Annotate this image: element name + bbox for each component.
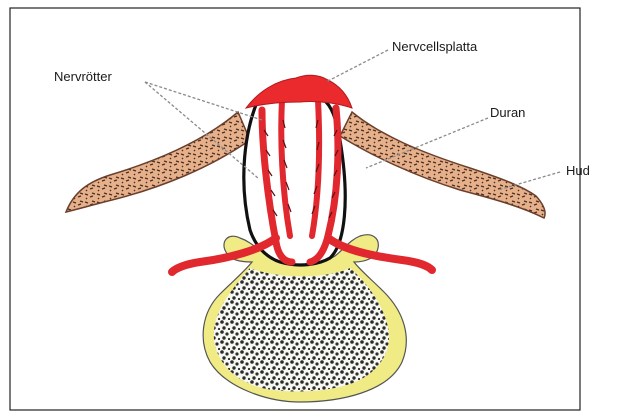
label-duran: Duran [490, 106, 525, 119]
label-hud: Hud [566, 164, 590, 177]
vertebra-marrow [214, 268, 389, 392]
label-nervcellsplatta: Nervcellsplatta [392, 40, 477, 53]
label-nervrotter: Nervrötter [54, 70, 112, 83]
